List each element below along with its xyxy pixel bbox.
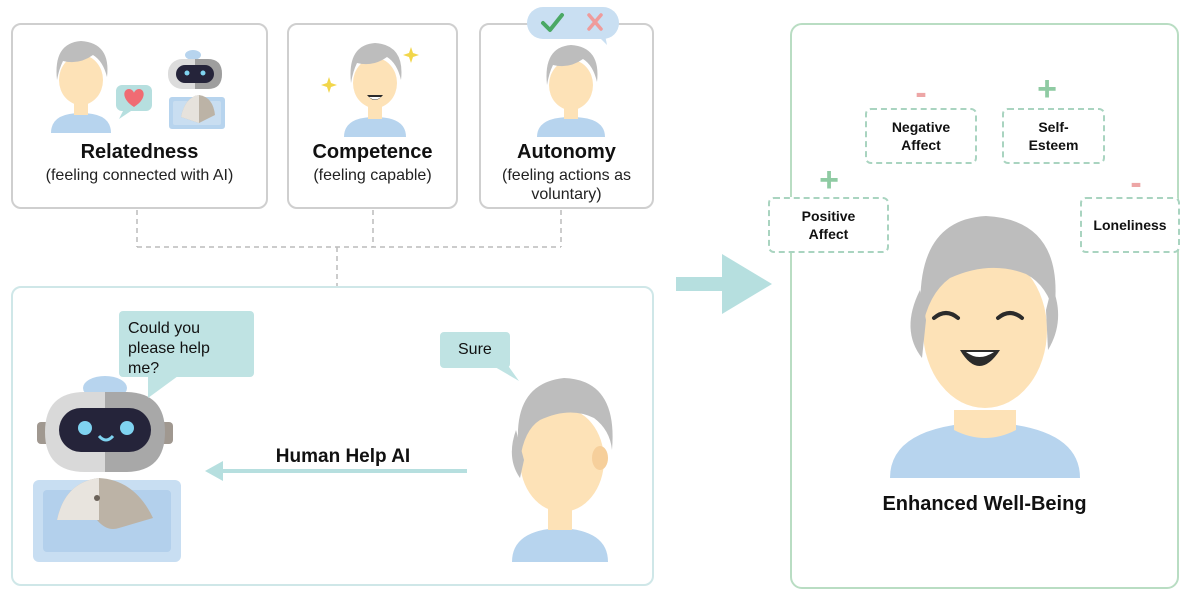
autonomy-illustration (537, 45, 605, 137)
need-card-competence: Competence (feeling capable) (287, 23, 458, 209)
help-arrow (205, 461, 467, 481)
robot-speech-bubble: Could you please help me? (119, 311, 254, 377)
need-title: Competence (312, 141, 433, 163)
big-arrow (676, 254, 772, 314)
human-speech-text: Sure (458, 341, 492, 358)
check-icon (541, 13, 564, 32)
robot-illustration (33, 376, 181, 562)
cross-icon (587, 13, 603, 31)
human-bubble-tail (495, 367, 519, 381)
robot-bubble-tail (148, 376, 178, 398)
need-card-autonomy: Autonomy (feeling actions as voluntary) (479, 23, 654, 209)
arrow-label: Human Help AI (275, 446, 411, 467)
effect-label: Negative Affect (891, 119, 951, 153)
effect-label: Positive Affect (801, 208, 856, 242)
need-title: Relatedness (80, 141, 199, 163)
effect-label: Loneliness (1093, 217, 1167, 233)
need-subtitle: (feeling capable) (313, 167, 432, 184)
effect-box-self-esteem: Self-Esteem (1002, 108, 1105, 164)
human-illustration (511, 378, 613, 562)
need-title: Autonomy (517, 141, 616, 163)
happy-person-illustration (890, 216, 1080, 478)
competence-illustration (321, 43, 419, 137)
need-card-relatedness: Relatedness (feeling connected with AI) (11, 23, 268, 209)
plus-icon: + (819, 161, 839, 199)
effect-label: Self-Esteem (1028, 119, 1079, 153)
minus-icon: - (915, 74, 927, 112)
effect-box-loneliness: Loneliness (1080, 197, 1180, 253)
wellbeing-title: Enhanced Well-Being (882, 493, 1087, 515)
human-speech-bubble: Sure (440, 332, 510, 368)
robot-speech-text: Could you please help me? (128, 320, 210, 377)
relatedness-illustration (51, 41, 225, 133)
choice-bubble (527, 7, 619, 45)
need-subtitle: (feeling connected with AI) (45, 167, 234, 184)
minus-icon: - (1130, 164, 1142, 202)
need-subtitle: (feeling actions as voluntary) (502, 167, 631, 203)
plus-icon: + (1037, 70, 1057, 108)
effect-box-positive-affect: Positive Affect (768, 197, 889, 253)
effect-box-negative-affect: Negative Affect (865, 108, 977, 164)
